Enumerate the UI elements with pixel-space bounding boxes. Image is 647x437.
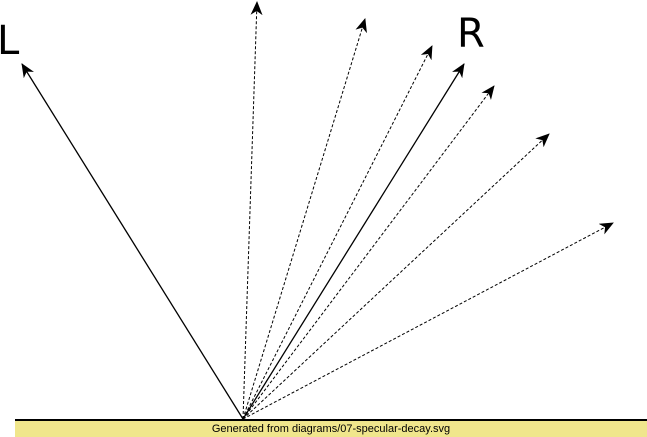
- scattered-ray-arrow: [242, 18, 367, 420]
- light-vector-arrow: [21, 63, 244, 420]
- scattered-ray-arrow: [242, 222, 614, 420]
- source-caption: Generated from diagrams/07-specular-deca…: [15, 421, 647, 437]
- reflection-vector-label: R: [457, 11, 485, 57]
- scattered-ray-arrow: [242, 133, 550, 420]
- scattered-ray-arrow: [242, 1, 263, 420]
- scattered-ray-arrow: [242, 85, 495, 420]
- light-vector-label: L: [0, 18, 20, 64]
- reflection-vector-arrow: [242, 63, 465, 420]
- scattered-ray-arrow: [242, 45, 433, 420]
